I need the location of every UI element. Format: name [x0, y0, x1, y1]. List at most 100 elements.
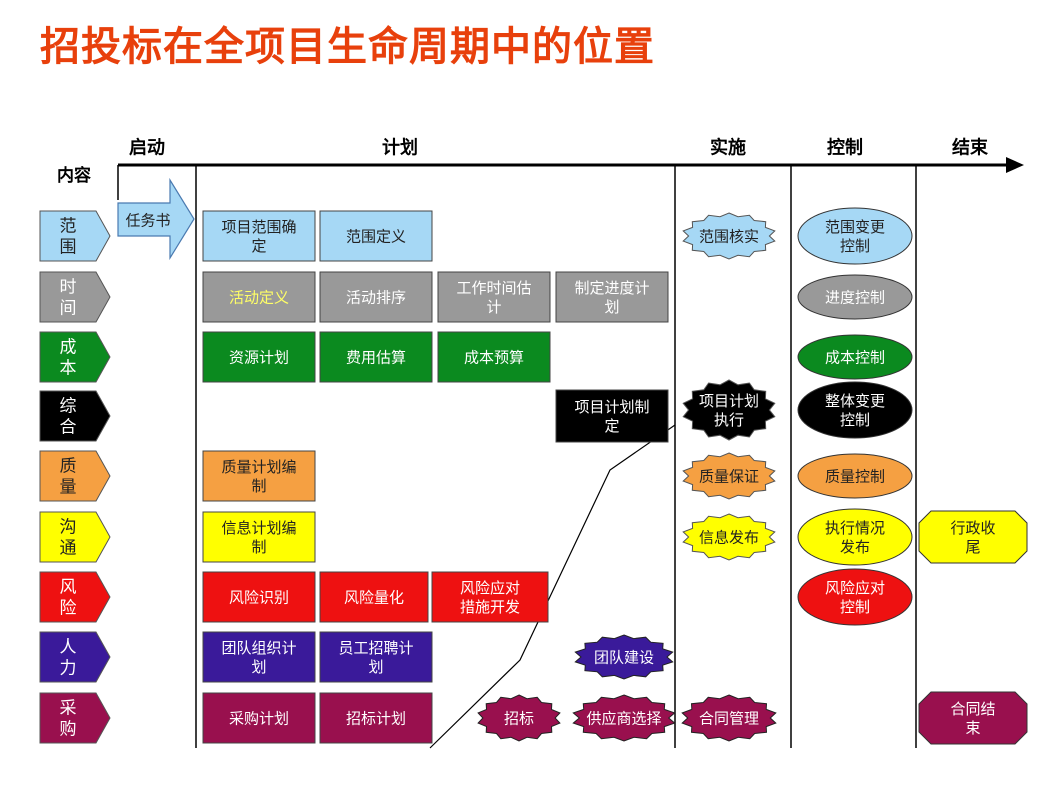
- control-process-label: 进度控制: [825, 288, 885, 306]
- row-label-arrow: [39, 692, 111, 744]
- planning-process-label: 费用估算: [346, 348, 406, 366]
- planning-process-box: [555, 271, 669, 323]
- planning-process-label: 采购计划: [229, 709, 289, 727]
- procurement-process-label: 合同管理: [699, 709, 759, 727]
- row-label-text: 质量: [60, 456, 77, 497]
- planning-process-box: [437, 271, 551, 323]
- procurement-process-star: [681, 694, 777, 742]
- phase-label: 控制: [827, 136, 863, 158]
- planning-process-label: 资源计划: [229, 348, 289, 366]
- charter-arrow: [117, 177, 195, 261]
- row-label-text: 成本: [60, 337, 77, 378]
- control-process-label: 质量控制: [825, 467, 885, 485]
- execution-process-label: 质量保证: [699, 467, 759, 485]
- planning-process-box: [202, 571, 316, 623]
- planning-process-label: 风险量化: [344, 588, 404, 606]
- row-label-text: 综合: [60, 396, 77, 437]
- planning-process-label: 项目范围确定: [221, 218, 296, 255]
- planning-process-box: [555, 389, 669, 443]
- row-label-arrow: [39, 450, 111, 502]
- planning-process-box: [202, 271, 316, 323]
- row-label-arrow: [39, 210, 111, 262]
- phase-label: 结束: [952, 136, 989, 158]
- planning-process-box: [202, 331, 316, 383]
- planning-process-label: 团队组织计划: [221, 639, 296, 676]
- planning-process-box: [319, 571, 429, 623]
- phase-label: 实施: [710, 136, 746, 158]
- planning-process-box: [319, 210, 433, 262]
- control-process-label: 成本控制: [825, 348, 885, 366]
- planning-process-label: 员工招聘计划: [338, 639, 413, 676]
- row-label-text: 人力: [60, 637, 77, 678]
- team-building-star: [574, 634, 674, 680]
- planning-process-box: [202, 511, 316, 563]
- execution-process-star: [682, 212, 776, 260]
- planning-execution-boundary: [429, 424, 676, 749]
- control-process-ellipse: [797, 334, 913, 380]
- procurement-process-star: [477, 694, 561, 742]
- charter-label: 任务书: [125, 211, 170, 229]
- control-process-label: 整体变更控制: [825, 392, 885, 429]
- closing-process-box: [918, 510, 1028, 564]
- planning-process-label: 招标计划: [346, 709, 406, 727]
- row-label-arrow: [39, 331, 111, 383]
- row-label-text: 时间: [60, 277, 77, 318]
- planning-process-label: 风险识别: [229, 588, 289, 606]
- planning-process-label: 范围定义: [346, 227, 406, 245]
- closing-process-label: 合同结束: [950, 700, 995, 737]
- planning-process-label: 项目计划制定: [574, 398, 649, 435]
- planning-process-label: 工作时间估计: [456, 279, 531, 316]
- planning-process-label: 风险应对措施开发: [460, 579, 520, 616]
- planning-process-box: [202, 450, 316, 502]
- row-label-arrow: [39, 631, 111, 683]
- control-process-ellipse: [797, 568, 913, 626]
- control-process-label: 执行情况发布: [825, 519, 885, 556]
- timeline-arrow-head: [1006, 157, 1024, 173]
- planning-process-label: 活动定义: [229, 288, 289, 306]
- execution-process-star: [682, 452, 776, 500]
- page-title: 招投标在全项目生命周期中的位置: [40, 24, 655, 70]
- execution-process-star: [682, 513, 776, 561]
- control-process-ellipse: [797, 274, 913, 320]
- phase-axis: 启动计划实施控制结束内容: [57, 136, 1024, 749]
- row-label-arrow: [39, 271, 111, 323]
- planning-process-label: 质量计划编制: [221, 458, 296, 495]
- phase-label: 启动: [129, 136, 165, 158]
- control-process-ellipse: [797, 207, 913, 265]
- row-label-text: 范围: [60, 216, 77, 257]
- control-process-ellipse: [797, 453, 913, 499]
- closing-process-label: 行政收尾: [950, 519, 995, 556]
- procurement-process-star: [572, 694, 676, 742]
- row-label-arrow: [39, 390, 111, 442]
- row-label-text: 沟通: [60, 517, 77, 558]
- content-label: 内容: [57, 165, 91, 186]
- row-label-arrow: [39, 511, 111, 563]
- control-process-label: 范围变更控制: [825, 218, 885, 255]
- closing-process-box: [918, 691, 1028, 745]
- planning-phase: 项目范围确定范围定义活动定义活动排序工作时间估计制定进度计划资源计划费用估算成本…: [202, 210, 669, 744]
- control-process-label: 风险应对控制: [825, 579, 885, 616]
- initiation-phase: 任务书: [117, 177, 195, 261]
- control-process-ellipse: [797, 381, 913, 439]
- execution-process-star: [682, 379, 776, 441]
- planning-process-box: [319, 271, 433, 323]
- planning-process-box: [319, 692, 433, 744]
- planning-process-box: [437, 331, 551, 383]
- execution-phase: 范围核实项目计划执行质量保证信息发布团队建设招标供应商选择合同管理: [477, 212, 777, 742]
- planning-process-box: [319, 331, 433, 383]
- execution-process-label: 项目计划执行: [699, 392, 759, 429]
- planning-process-box: [202, 631, 316, 683]
- planning-process-label: 活动排序: [346, 288, 406, 306]
- planning-process-label: 制定进度计划: [574, 279, 649, 316]
- procurement-process-label: 招标: [504, 709, 534, 727]
- planning-process-box: [431, 571, 549, 623]
- procurement-process-label: 供应商选择: [586, 709, 661, 727]
- execution-process-label: 范围核实: [699, 227, 759, 245]
- planning-process-box: [319, 631, 433, 683]
- control-process-ellipse: [797, 508, 913, 566]
- row-label-arrow: [39, 571, 111, 623]
